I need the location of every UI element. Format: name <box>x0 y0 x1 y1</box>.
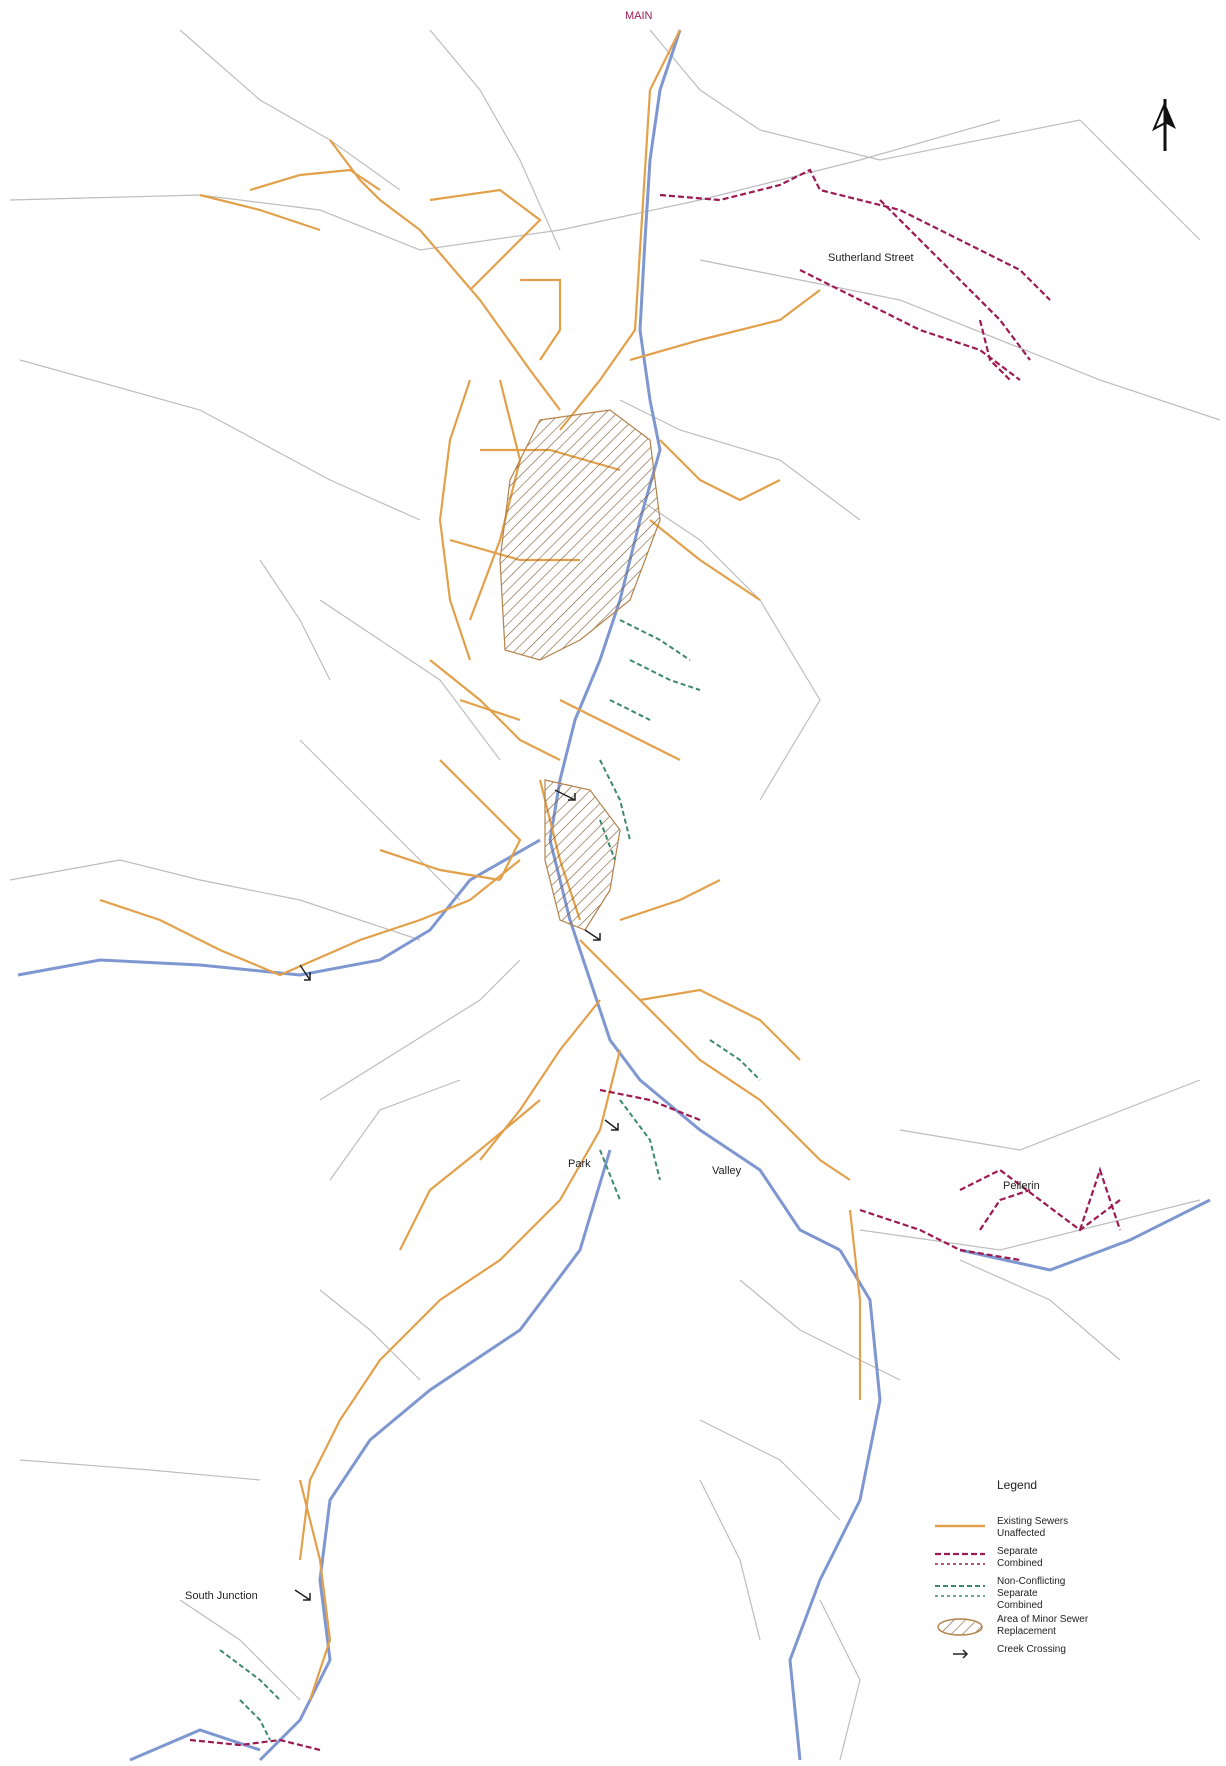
separated-sewers <box>189 168 1122 1752</box>
legend-swatch-nonconflict <box>935 1585 985 1597</box>
legend-label: Non-Conflicting Separate Combined <box>997 1576 1066 1611</box>
legend-label: Area of Minor Sewer Replacement <box>997 1614 1089 1637</box>
nonconflict-sewers <box>219 619 761 1741</box>
legend-item: Separate Combined <box>935 1544 1185 1574</box>
replacement-areas <box>499 409 661 931</box>
label-east-area: Pellerin <box>1003 1180 1040 1192</box>
legend-item: Non-Conflicting Separate Combined <box>935 1574 1185 1612</box>
label-southwest-area: South Junction <box>185 1590 258 1602</box>
legend-swatch-hatch <box>937 1618 983 1636</box>
existing-sewers <box>99 29 862 1701</box>
legend-label: Creek Crossing <box>997 1644 1066 1655</box>
north-arrow-icon <box>1140 95 1190 155</box>
legend-item: Creek Crossing <box>935 1642 1185 1672</box>
river-network <box>17 29 1211 1762</box>
legend-label: Existing Sewers Unaffected <box>997 1516 1069 1539</box>
creek-crossings <box>294 789 619 1601</box>
legend-item: Area of Minor Sewer Replacement <box>935 1612 1185 1642</box>
legend-label: Separate Combined <box>997 1546 1043 1569</box>
street-network <box>9 29 1221 1761</box>
label-northeast-area: Sutherland Street <box>828 252 914 264</box>
legend-swatch-separated <box>935 1552 985 1565</box>
legend-item: Existing Sewers Unaffected <box>935 1514 1185 1544</box>
legend-swatch-existing <box>935 1524 985 1528</box>
label-center-a: Park <box>568 1158 591 1170</box>
legend-title: Legend <box>997 1478 1038 1492</box>
map-legend: Legend Existing Sewers Unaffected Separa… <box>935 1478 1185 1672</box>
label-top-edge: MAIN <box>625 10 653 22</box>
legend-swatch-creek-crossing <box>953 1649 969 1659</box>
label-center-b: Valley <box>712 1165 742 1177</box>
